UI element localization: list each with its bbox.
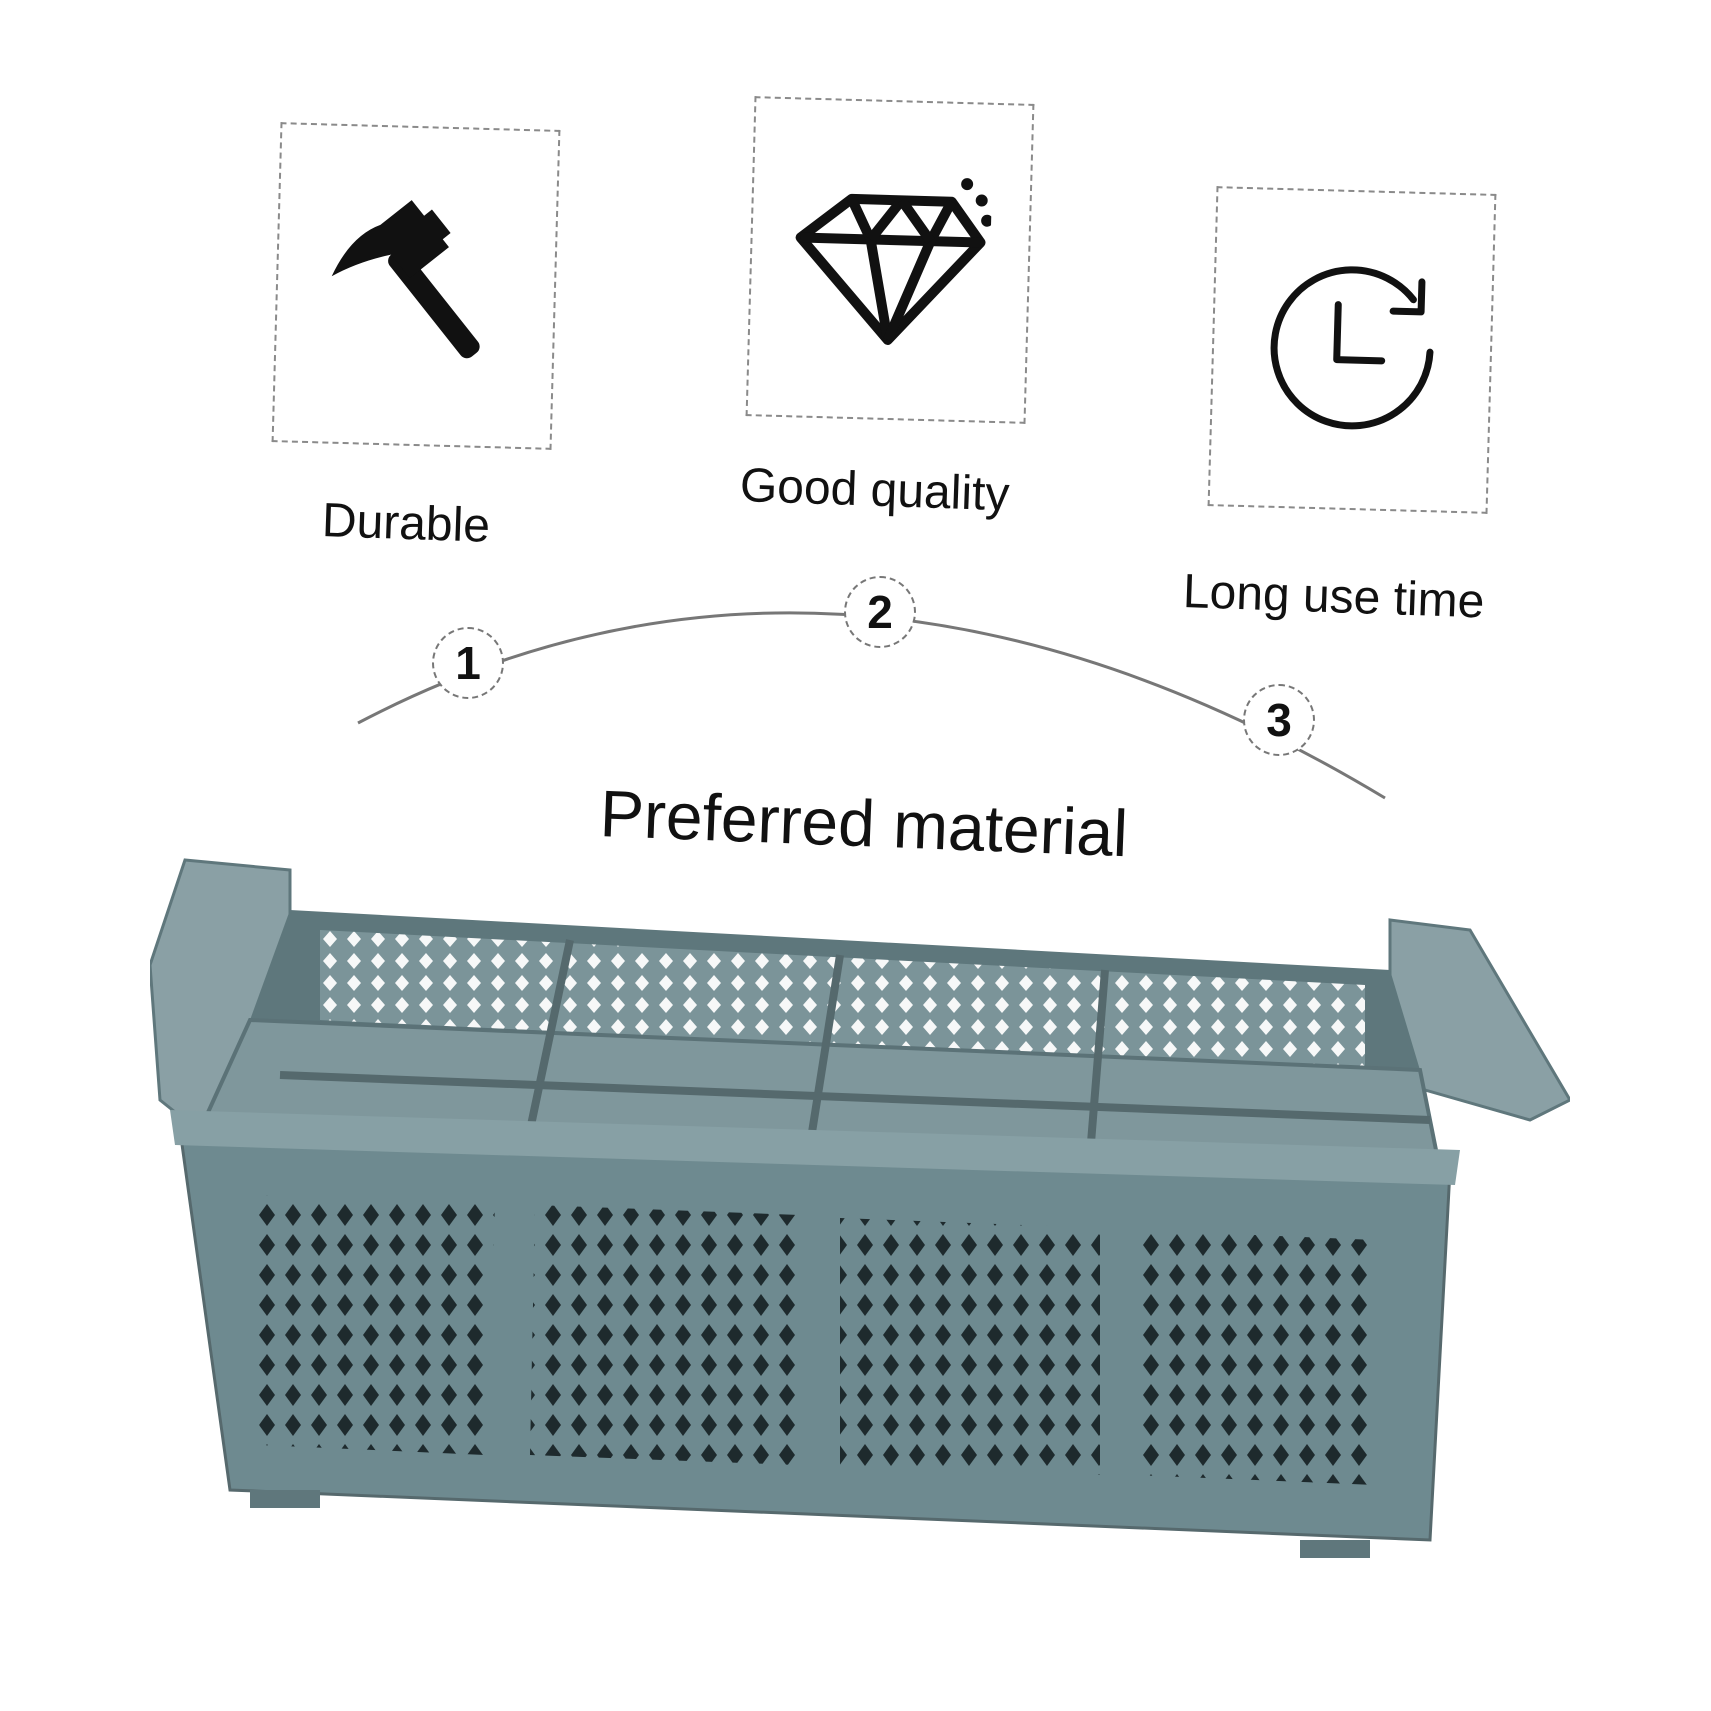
feature-label-good-quality: Good quality xyxy=(739,459,1011,522)
step-badge-1: 1 xyxy=(432,627,504,699)
diamond-icon xyxy=(795,178,993,345)
feature-card-long-use-time xyxy=(1207,186,1497,514)
clock-refresh-icon xyxy=(1270,266,1434,430)
hammer-icon xyxy=(331,200,480,359)
step-badge-3: 3 xyxy=(1243,684,1315,756)
cutlery-basket-image xyxy=(150,858,1570,1558)
feature-label-durable: Durable xyxy=(321,494,491,553)
feature-label-long-use-time: Long use time xyxy=(1182,565,1486,629)
feature-card-durable xyxy=(271,122,561,450)
step-badge-2: 2 xyxy=(844,576,916,648)
feature-card-good-quality xyxy=(745,96,1035,424)
